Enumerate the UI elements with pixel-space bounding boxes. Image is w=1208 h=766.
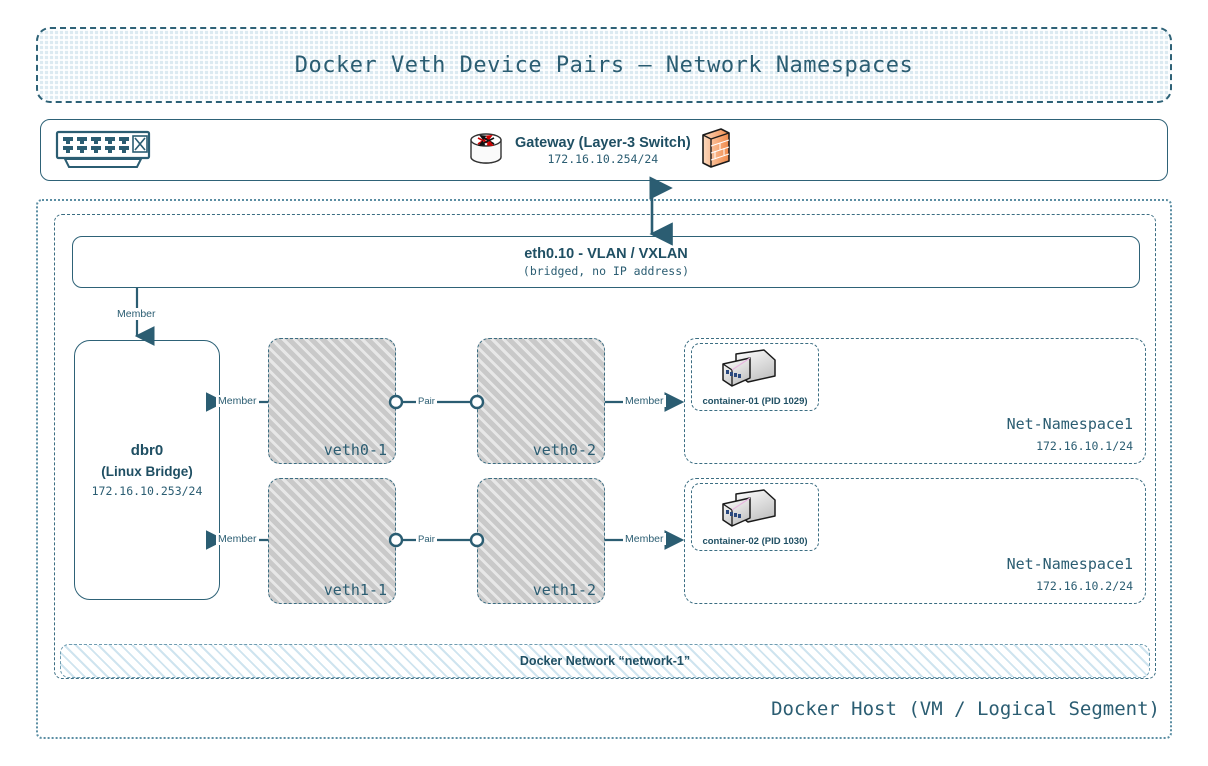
container-name: container-01 (PID 1029) <box>702 396 808 407</box>
gateway-strip <box>40 119 1168 181</box>
diagram-title-banner: Docker Veth Device Pairs – Network Names… <box>36 27 1172 103</box>
eth010-title: eth0.10 - VLAN / VXLAN <box>524 246 688 263</box>
namespace-name: Net-Namespace1 <box>1006 415 1133 433</box>
bridge-name: dbr0 <box>130 442 164 459</box>
bridge-subtitle: (Linux Bridge) <box>101 463 193 479</box>
veth-label: veth0-1 <box>323 441 387 459</box>
page-title: Docker Veth Device Pairs – Network Names… <box>294 52 914 78</box>
veth-node-veth0-1: veth0-1 <box>268 338 396 464</box>
router-icon <box>465 128 507 173</box>
eth010-vlan-node: eth0.10 - VLAN / VXLAN (bridged, no IP a… <box>72 236 1140 288</box>
container-01-box: container-01 (PID 1029) <box>691 343 819 411</box>
namespace-ip: 172.16.10.2/24 <box>1036 579 1133 593</box>
server-appliance-icon <box>720 488 778 537</box>
docker-host-label: Docker Host (VM / Logical Segment) <box>771 698 1160 720</box>
veth-node-veth0-2: veth0-2 <box>477 338 605 464</box>
edge-label-veth1-pair: Pair <box>416 534 437 545</box>
gateway-group: Gateway (Layer-3 Switch) 172.16.10.254/2… <box>465 124 755 176</box>
container-name: container-02 (PID 1030) <box>702 536 808 547</box>
bridge-ip: 172.16.10.253/24 <box>91 484 203 499</box>
namespace-ip: 172.16.10.1/24 <box>1036 439 1133 453</box>
edge-label-veth0-2-member: Member <box>623 395 666 407</box>
network-switch-icon <box>55 130 165 174</box>
gateway-title: Gateway (Layer-3 Switch) <box>515 134 691 151</box>
edge-label-veth0-1-member: Member <box>216 395 259 407</box>
edge-label-bridge-uplink: Member <box>115 308 158 320</box>
docker-network-label: Docker Network “network-1” <box>519 654 691 668</box>
docker-network-bar: Docker Network “network-1” <box>60 644 1150 678</box>
net-namespace-1: container-01 (PID 1029) Net-Namespace1 1… <box>684 338 1146 464</box>
namespace-name: Net-Namespace1 <box>1006 555 1133 573</box>
server-appliance-icon <box>720 348 778 397</box>
veth-node-veth1-1: veth1-1 <box>268 478 396 604</box>
bridge-dbr0-node: dbr0 (Linux Bridge) 172.16.10.253/24 <box>74 340 220 600</box>
gateway-ip: 172.16.10.254/24 <box>547 151 659 166</box>
veth-label: veth1-2 <box>532 581 596 599</box>
edge-label-veth0-pair: Pair <box>416 396 437 407</box>
veth-label: veth1-1 <box>323 581 387 599</box>
net-namespace-2: container-02 (PID 1030) Net-Namespace1 1… <box>684 478 1146 604</box>
firewall-icon <box>699 127 733 174</box>
edge-label-veth1-2-member: Member <box>623 533 666 545</box>
eth010-subtitle: (bridged, no IP address) <box>522 263 690 278</box>
container-02-box: container-02 (PID 1030) <box>691 483 819 551</box>
veth-node-veth1-2: veth1-2 <box>477 478 605 604</box>
veth-label: veth0-2 <box>532 441 596 459</box>
edge-label-veth1-1-member: Member <box>216 533 259 545</box>
